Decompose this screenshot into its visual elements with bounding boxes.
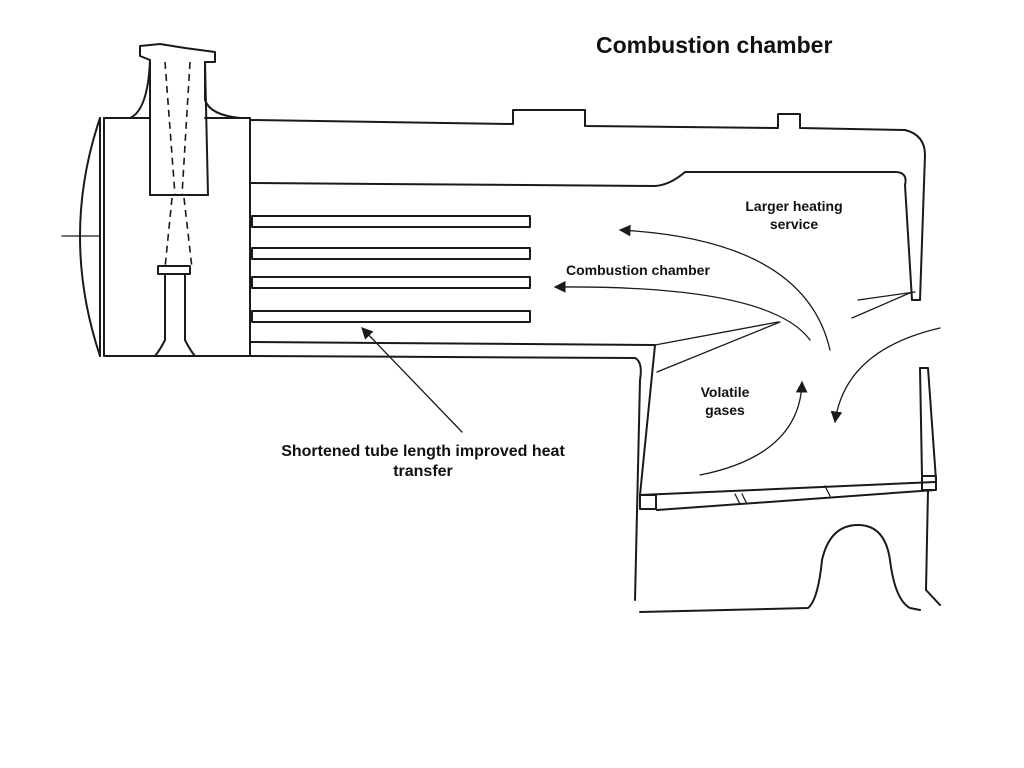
shortened-line1: Shortened tube length improved heat bbox=[281, 443, 565, 460]
smokebox bbox=[103, 117, 251, 357]
diagram-title: Combustion chamber bbox=[596, 32, 833, 58]
volatile-gases-label: Volatile gases bbox=[690, 384, 760, 419]
larger-heating-label: Larger heating service bbox=[734, 198, 854, 233]
chimney bbox=[129, 43, 241, 357]
combustion-chamber-label: Combustion chamber bbox=[566, 262, 710, 278]
firebox-tubeplate bbox=[249, 291, 916, 601]
shortened-line2: transfer bbox=[393, 463, 453, 480]
fire-grate bbox=[639, 475, 937, 511]
larger-heating-line1: Larger heating bbox=[745, 198, 843, 214]
larger-heating-line2: service bbox=[769, 215, 819, 232]
ashpan-frame bbox=[639, 524, 921, 613]
volatile-line1: Volatile bbox=[700, 384, 750, 400]
firedoor-plate bbox=[919, 367, 941, 606]
volatile-line2: gases bbox=[705, 401, 745, 418]
smokebox-door bbox=[61, 117, 105, 357]
fire-tubes bbox=[251, 215, 531, 323]
shortened-tube-label: Shortened tube length improved heat tran… bbox=[245, 442, 601, 482]
gas-flow-arrows bbox=[361, 224, 941, 476]
boiler-barrel bbox=[249, 109, 926, 301]
